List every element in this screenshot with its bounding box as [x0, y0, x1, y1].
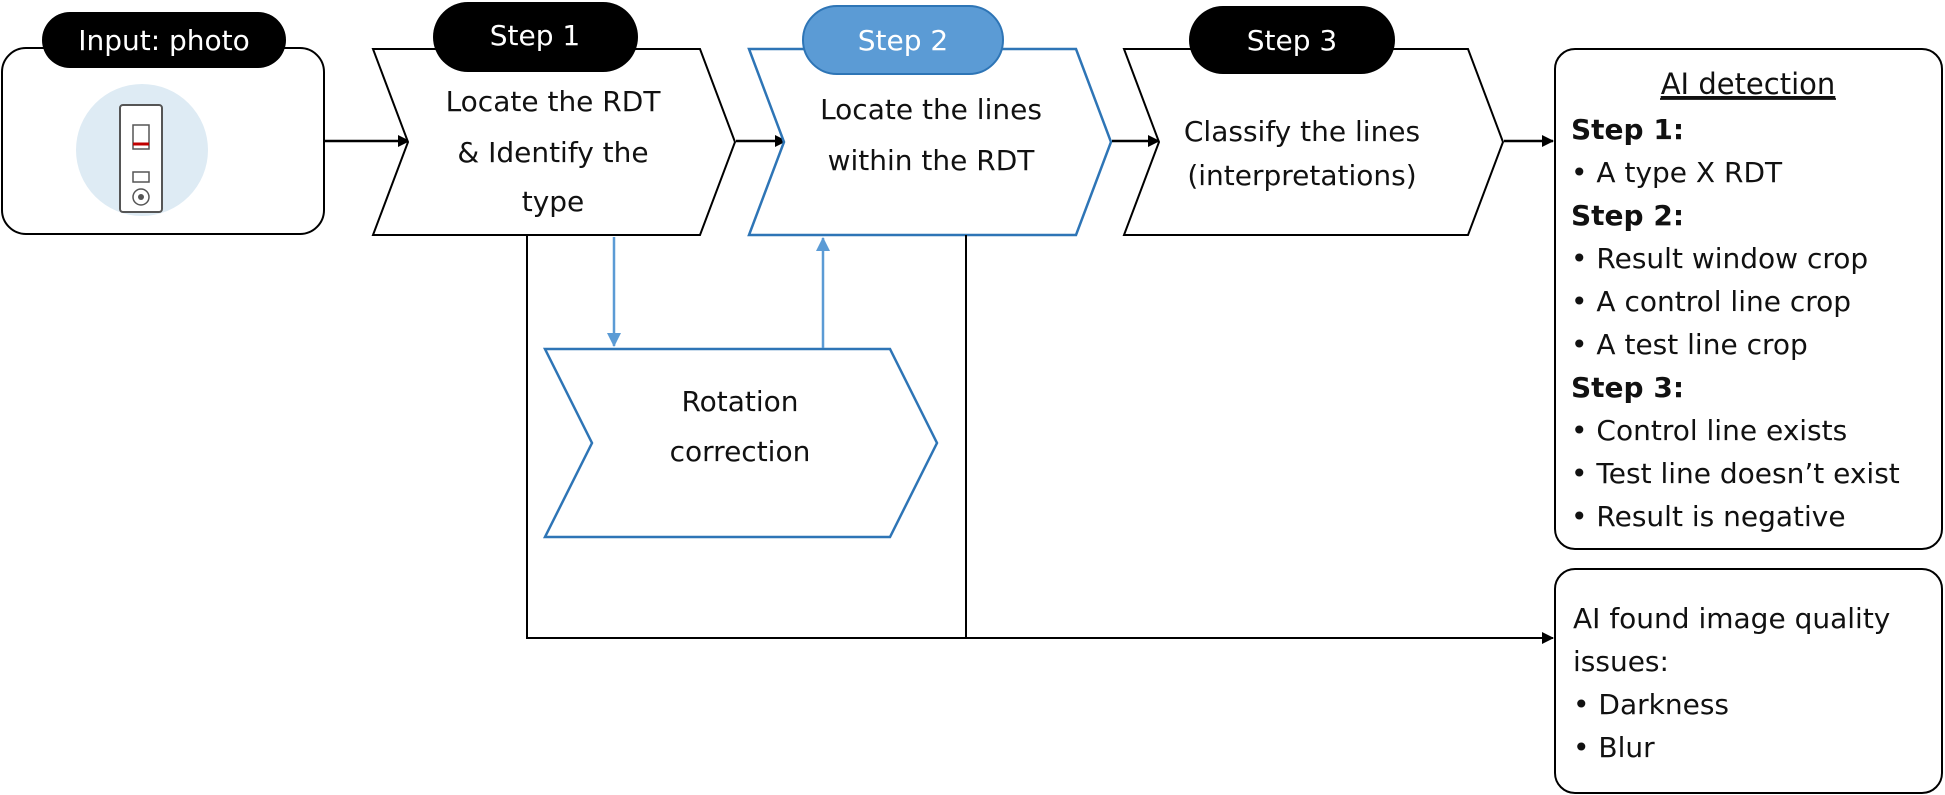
ai-detection-title: AI detection — [1661, 67, 1836, 101]
step3-pill — [1189, 6, 1395, 74]
step1-line-3: type — [522, 185, 585, 218]
input-photo-pill — [42, 12, 286, 68]
rdt-photo-icon — [76, 84, 208, 216]
ai-step3-item-2: • Test line doesn’t exist — [1571, 457, 1900, 490]
step1-tag: Step 1 — [490, 19, 580, 52]
step2-pill — [802, 5, 1004, 75]
ai-step1-item-1: • A type X RDT — [1571, 156, 1783, 189]
step1-line-2: & Identify the — [457, 136, 648, 169]
rotation-line-1: Rotation — [681, 385, 798, 418]
input-photo-label: Input: photo — [78, 24, 250, 57]
quality-line-2: issues: — [1573, 645, 1669, 678]
ai-step2-heading: Step 2: — [1571, 199, 1684, 232]
step3-tag: Step 3 — [1247, 24, 1337, 57]
ai-step2-item-1: • Result window crop — [1571, 242, 1868, 275]
input-photo-box: Input: photo — [1, 12, 325, 235]
step1-chevron: Step 1 Locate the RDT & Identify the typ… — [371, 2, 737, 236]
step2-line-2: within the RDT — [828, 144, 1036, 177]
rotation-line-2: correction — [670, 435, 811, 468]
quality-issues-box: AI found image quality issues: • Darknes… — [1554, 568, 1943, 794]
step1-pill — [433, 2, 638, 72]
step3-chevron: Step 3 Classify the lines (interpretatio… — [1122, 6, 1505, 236]
ai-step2-item-2: • A control line crop — [1571, 285, 1851, 318]
quality-item-2: • Blur — [1573, 731, 1655, 764]
ai-detection-box: AI detection Step 1: • A type X RDT Step… — [1554, 48, 1943, 550]
ai-step3-item-3: • Result is negative — [1571, 500, 1846, 533]
quality-line-1: AI found image quality — [1573, 602, 1890, 635]
step3-line-2: (interpretations) — [1187, 159, 1416, 192]
step2-chevron: Step 2 Locate the lines within the RDT — [747, 5, 1113, 237]
ai-step2-item-3: • A test line crop — [1571, 328, 1808, 361]
rotation-correction-chevron: Rotation correction — [542, 347, 939, 539]
step2-tag: Step 2 — [858, 24, 948, 57]
quality-item-1: • Darkness — [1573, 688, 1729, 721]
ai-step3-item-1: • Control line exists — [1571, 414, 1847, 447]
connector-step1-to-quality — [526, 235, 1554, 644]
ai-step1-heading: Step 1: — [1571, 113, 1684, 146]
step2-line-1: Locate the lines — [820, 93, 1042, 126]
step3-line-1: Classify the lines — [1184, 115, 1420, 148]
step1-line-1: Locate the RDT — [446, 85, 662, 118]
ai-step3-heading: Step 3: — [1571, 371, 1684, 404]
